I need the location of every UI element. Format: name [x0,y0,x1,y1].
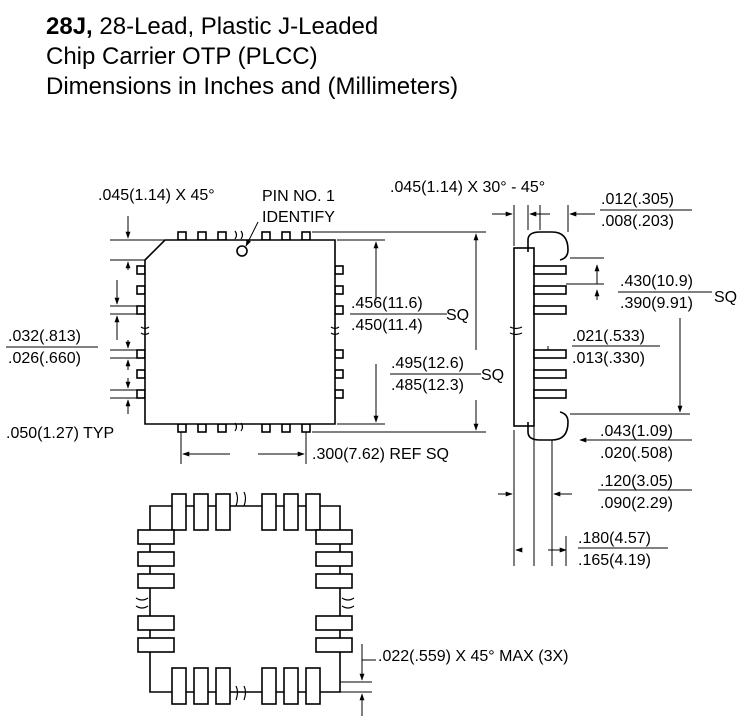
side-chamfer-label: .045(1.14) X 30° - 45° [390,179,545,196]
h1-min: .090(2.29) [600,495,673,512]
top-view-dimensions [6,216,486,464]
bottom-body [149,505,341,693]
pitch-label: .050(1.27) TYP [6,425,114,442]
contact-min: .390(9.91) [620,295,693,312]
left-leads [136,265,146,399]
title-line-1-text: 28-Lead, Plastic J-Leaded [92,13,379,40]
bv-bottom-leads [171,667,321,705]
lead-thk-max: .012(.305) [601,191,674,208]
title-line-2: Chip Carrier OTP (PLCC) [46,43,318,70]
pin1-label-line1: PIN NO. 1 [262,188,335,205]
part-code: 28J, [46,13,93,40]
body-min: .450(11.4) [351,317,423,334]
contact-sq: SQ [714,289,737,306]
top-leads [177,231,311,241]
j-lead-top [527,231,569,261]
lead-thk-min: .008(.203) [601,213,674,230]
top-view [136,230,344,433]
foot-max: .021(.533) [572,328,645,345]
bv-right-leads [315,529,353,653]
corner-label: .022(.559) X 45° MAX (3X) [378,648,568,665]
bv-left-leads [137,529,175,653]
overall-min: .485(12.3) [391,377,464,394]
bv-break-marks [135,491,355,701]
j-lead-bottom [527,411,569,441]
overall-max: .495(12.6) [391,355,464,372]
title-line-1: 28J, 28-Lead, Plastic J-Leaded [46,12,458,42]
h2-min: .165(4.19) [578,552,651,569]
standoff-min: .020(.508) [600,445,673,462]
side-view-dimensions [492,205,712,566]
top-view-labels: .045(1.14) X 45° PIN NO. 1 IDENTIFY .032… [6,187,504,463]
bottom-leads [177,423,311,433]
right-leads [334,265,344,399]
ref-sq-label: .300(7.62) REF SQ [312,446,449,463]
pin1-label-line2: IDENTIFY [262,209,335,226]
overall-sq: SQ [481,367,504,384]
side-view-labels: .045(1.14) X 30° - 45° .012(.305) .008(.… [390,179,737,569]
bv-top-leads [171,493,321,531]
drawing-title: 28J, 28-Lead, Plastic J-Leaded Chip Carr… [46,12,458,102]
break-marks [140,230,340,432]
side-break-marks [509,326,523,336]
title-line-3: Dimensions in Inches and (Millimeters) [46,73,459,100]
package-body [144,239,336,425]
side-leads [533,265,567,399]
bottom-view-dimensions [340,644,376,716]
body-max: .456(11.6) [351,295,423,312]
bottom-view [135,491,355,705]
body-sq: SQ [446,307,469,324]
lead-width-min: .026(.660) [8,350,81,367]
h2-max: .180(4.57) [578,530,651,547]
lead-width-max: .032(.813) [8,328,81,345]
foot-min: .013(.330) [572,350,645,367]
standoff-max: .043(1.09) [600,423,673,440]
side-body [513,247,535,427]
pin1-marker [236,245,248,257]
h1-max: .120(3.05) [600,473,673,490]
chamfer-label: .045(1.14) X 45° [98,187,215,204]
side-view [509,231,569,441]
contact-max: .430(10.9) [620,273,693,290]
